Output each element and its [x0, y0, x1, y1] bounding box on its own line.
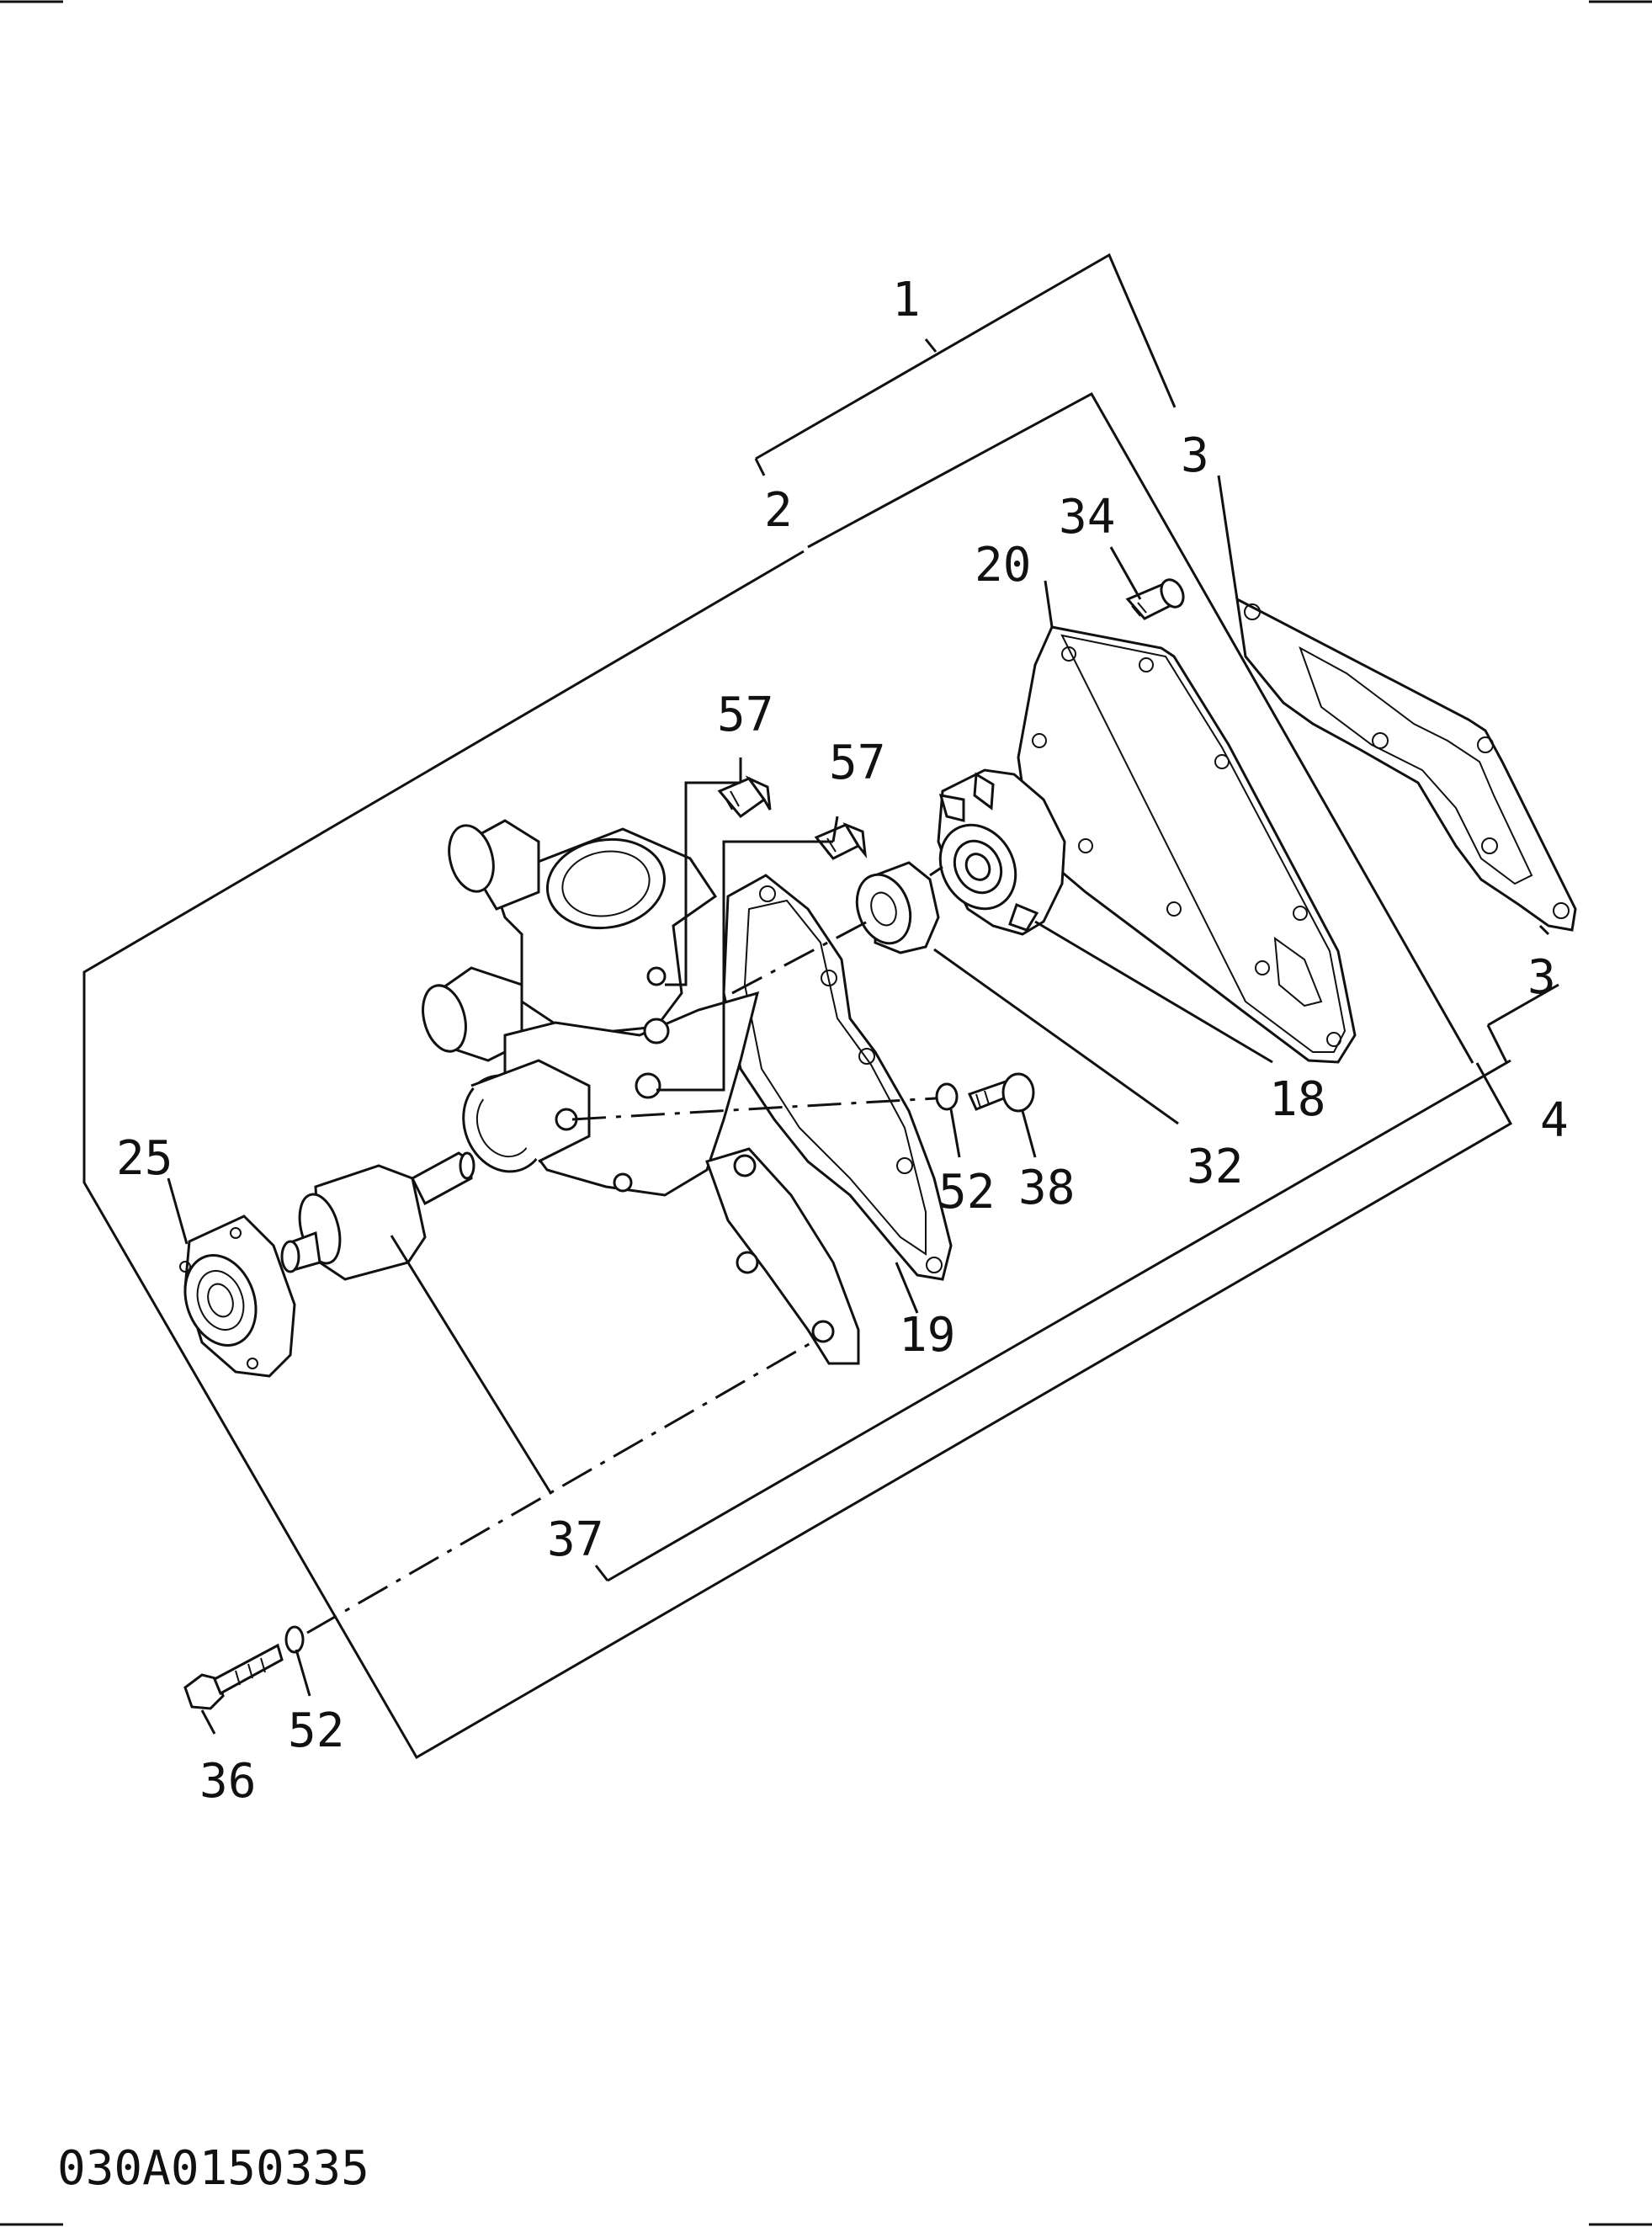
callout-3-top: 3 [1181, 428, 1209, 483]
callout-19: 19 [899, 1308, 955, 1363]
callout-3-bottom: 3 [1527, 950, 1556, 1005]
impeller-18 [937, 768, 1066, 936]
callout-57-left: 57 [717, 688, 773, 742]
bolt-38 [967, 1072, 1035, 1113]
callout-32: 32 [1187, 1140, 1243, 1194]
plug-57-right [814, 821, 868, 860]
pump-housing [422, 819, 860, 1365]
callout-52-mid: 52 [938, 1165, 995, 1220]
gasket-3 [1235, 597, 1577, 932]
leader-lines [167, 475, 1550, 1735]
bearing-shaft-37 [280, 1151, 475, 1281]
callout-37: 37 [547, 1512, 603, 1567]
callout-25: 25 [116, 1131, 173, 1186]
washer-52-mid [935, 1082, 959, 1111]
bracket-assembly-1 [754, 252, 1177, 476]
bolt-34 [1125, 578, 1185, 620]
callout-34: 34 [1059, 490, 1115, 545]
bracket-housing-2 [82, 391, 1513, 1760]
washer-52-low [284, 1625, 305, 1654]
callout-20: 20 [975, 538, 1031, 593]
callout-36: 36 [199, 1754, 256, 1809]
callout-4: 4 [1540, 1093, 1569, 1148]
plug-57-left [717, 775, 772, 819]
bracket-subassembly-4 [594, 983, 1559, 1582]
bolt-36 [183, 1643, 284, 1710]
callout-labels: 1 2 3 3 4 18 19 20 25 32 34 36 37 38 52 … [116, 273, 1569, 1809]
callout-1: 1 [892, 273, 921, 327]
gasket-19 [722, 874, 953, 1281]
drawing-code: 030A0150335 [57, 2141, 369, 2196]
callout-2: 2 [764, 483, 793, 538]
callout-57-right: 57 [829, 736, 885, 790]
flange-25 [179, 1214, 296, 1378]
seal-32 [855, 861, 940, 954]
callout-18: 18 [1269, 1072, 1325, 1127]
center-lines [306, 865, 943, 1634]
callout-38: 38 [1018, 1161, 1075, 1215]
callout-52-low: 52 [288, 1703, 344, 1758]
